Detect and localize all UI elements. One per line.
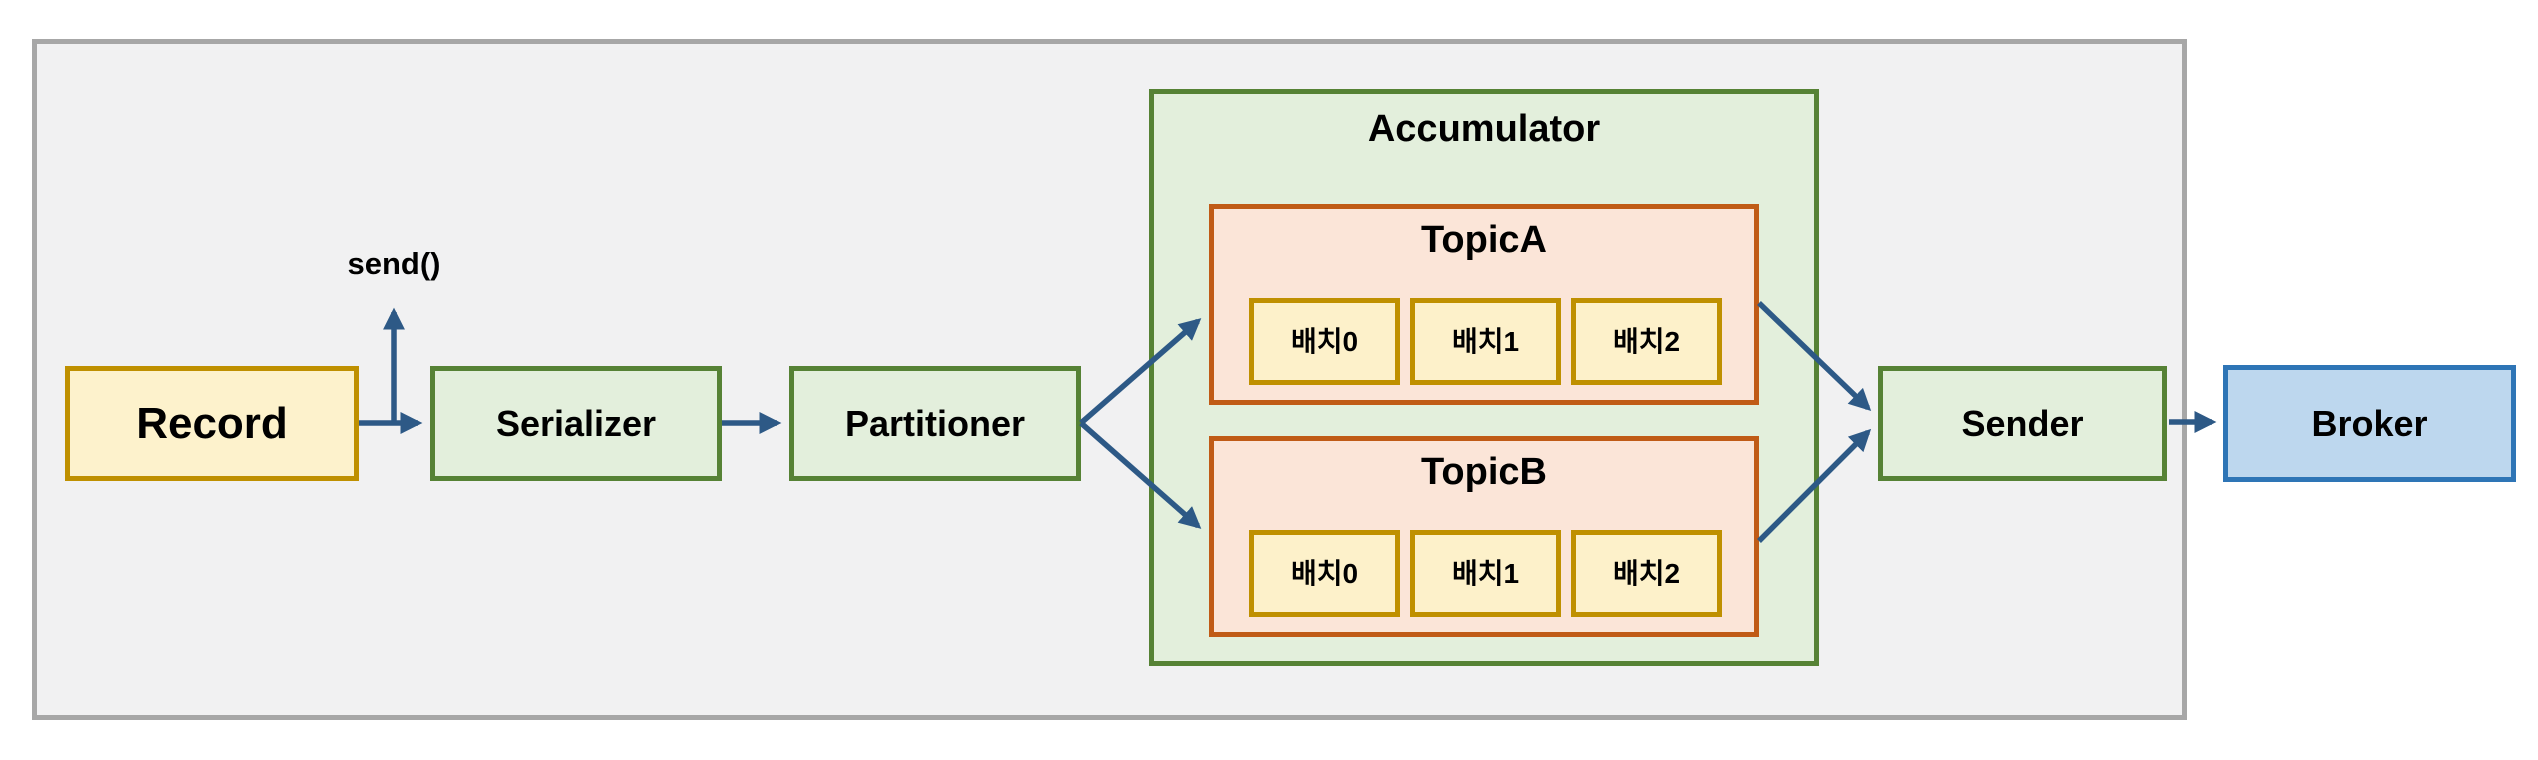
- topic-b-batch-2: 배치2: [1571, 530, 1722, 617]
- send-method-label: send(): [347, 246, 441, 281]
- topic-b-container: TopicB 배치0 배치1 배치2: [1209, 436, 1759, 637]
- topic-a-batch-row: 배치0 배치1 배치2: [1249, 298, 1722, 385]
- accumulator-title: Accumulator: [1367, 108, 1601, 150]
- topic-b-batch-row: 배치0 배치1 배치2: [1249, 530, 1722, 617]
- record-node: Record: [65, 366, 359, 481]
- topic-a-batch-0: 배치0: [1249, 298, 1400, 385]
- topic-b-batch-1: 배치1: [1410, 530, 1561, 617]
- sender-node: Sender: [1878, 366, 2167, 481]
- broker-node: Broker: [2223, 365, 2516, 482]
- partitioner-node: Partitioner: [789, 366, 1081, 481]
- topic-a-batch-2: 배치2: [1571, 298, 1722, 385]
- topic-a-title: TopicA: [1421, 219, 1547, 261]
- topic-b-batch-0: 배치0: [1249, 530, 1400, 617]
- topic-b-title: TopicB: [1421, 451, 1547, 493]
- topic-a-batch-1: 배치1: [1410, 298, 1561, 385]
- serializer-node: Serializer: [430, 366, 722, 481]
- topic-a-container: TopicA 배치0 배치1 배치2: [1209, 204, 1759, 405]
